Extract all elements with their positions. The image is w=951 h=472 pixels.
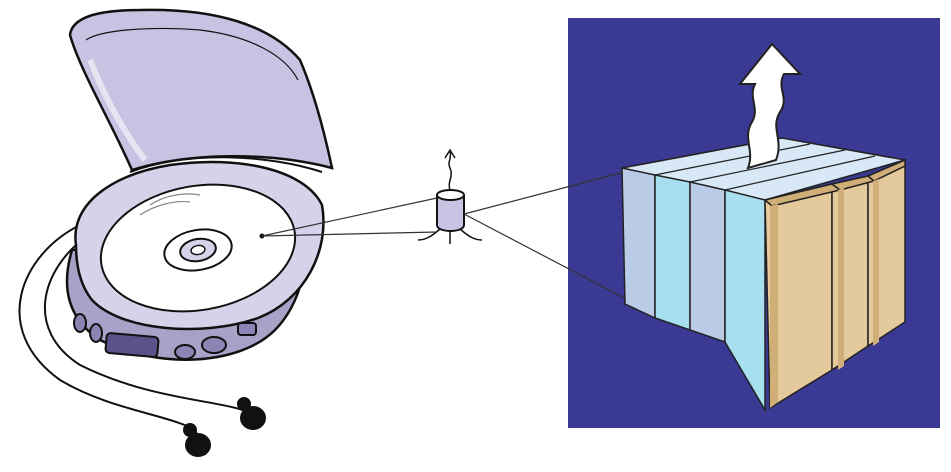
mark-cylinder-icon [417, 148, 483, 244]
earphones-icon [18, 224, 266, 457]
zoom-lines-right [463, 169, 633, 303]
stacked-columns-icon [621, 137, 906, 413]
player-controls [73, 313, 257, 360]
up-arrow-icon [737, 42, 803, 170]
player-lid [68, 8, 334, 172]
disc-icon [99, 183, 297, 313]
cd-player-icon [18, 8, 334, 457]
zoom-lines-left [261, 197, 438, 237]
